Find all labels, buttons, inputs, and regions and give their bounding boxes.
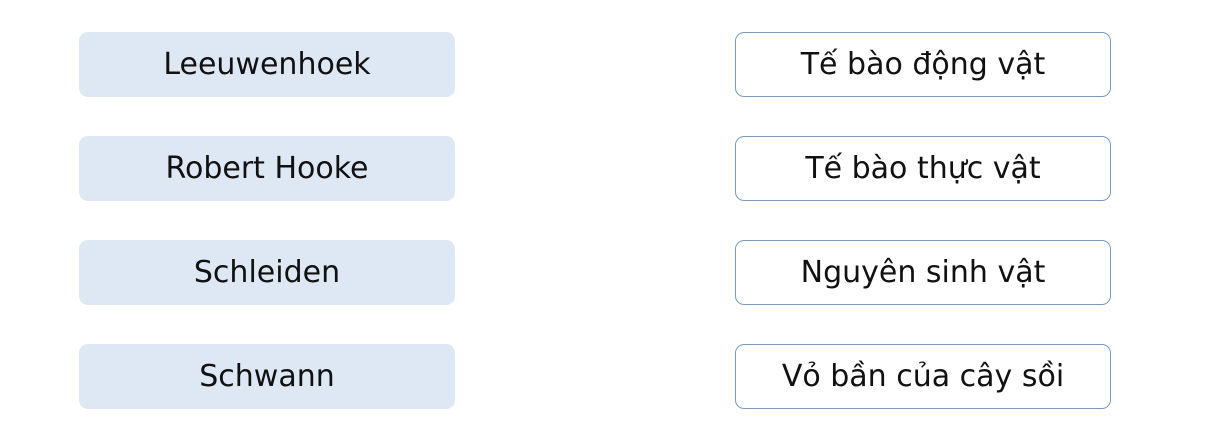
- discovery-box-animal-cell: Tế bào động vật: [735, 32, 1111, 97]
- discovery-label: Vỏ bần của cây sồi: [781, 359, 1065, 394]
- discovery-box-oak-cork: Vỏ bần của cây sồi: [735, 344, 1111, 409]
- scientist-label: Leeuwenhoek: [163, 47, 371, 82]
- discovery-label: Nguyên sinh vật: [800, 255, 1046, 290]
- discovery-label: Tế bào động vật: [800, 47, 1046, 82]
- discovery-column: Tế bào động vật Tế bào thực vật Nguyên s…: [735, 32, 1111, 409]
- scientist-label: Robert Hooke: [165, 151, 369, 186]
- discovery-label: Tế bào thực vật: [805, 151, 1041, 186]
- scientist-column: Leeuwenhoek Robert Hooke Schleiden Schwa…: [79, 32, 455, 409]
- scientist-label: Schwann: [199, 359, 335, 394]
- discovery-box-protist: Nguyên sinh vật: [735, 240, 1111, 305]
- discovery-box-plant-cell: Tế bào thực vật: [735, 136, 1111, 201]
- scientist-box-robert-hooke: Robert Hooke: [79, 136, 455, 201]
- scientist-box-schwann: Schwann: [79, 344, 455, 409]
- scientist-box-leeuwenhoek: Leeuwenhoek: [79, 32, 455, 97]
- scientist-label: Schleiden: [193, 255, 341, 290]
- scientist-box-schleiden: Schleiden: [79, 240, 455, 305]
